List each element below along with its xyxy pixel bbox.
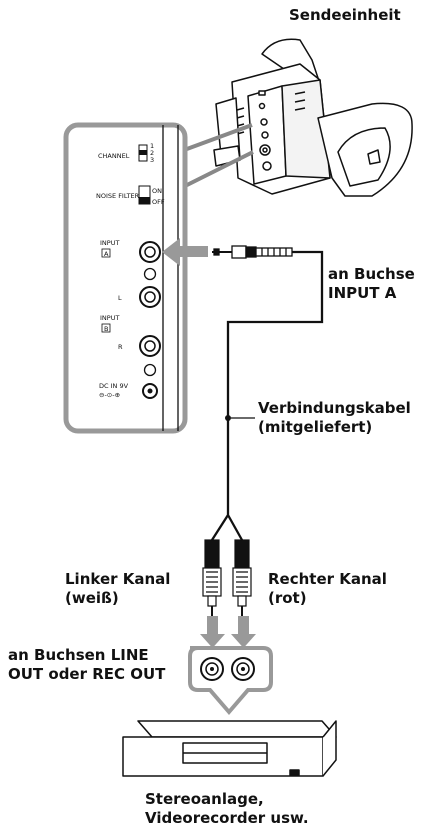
stereo-device-illustration [122,720,337,777]
input-a-title: INPUT [100,239,119,247]
transmitter-illustration [213,38,413,197]
rca-plug-right [232,539,252,616]
left-channel-label-line1: Linker Kanal [65,570,171,588]
connection-cable [211,250,324,541]
cable-label: Verbindungskabel (mitgeliefert) [258,399,411,437]
input-a-label-line1: an Buchse [328,265,415,283]
channel-2-label: 2 [150,149,154,157]
left-channel-label-line2: (weiß) [65,589,119,607]
right-channel-label-line2: (rot) [268,589,307,607]
input-b-title: INPUT [100,314,119,322]
source-device-label-line1: Stereoanlage, [145,790,264,808]
line-out-label-line2: OUT oder REC OUT [8,665,166,683]
line-out-arrows [200,616,256,648]
line-out-jacks [188,646,273,716]
cable-label-line1: Verbindungskabel [258,399,411,417]
channel-3-label: 3 [150,156,154,164]
source-device-label: Stereoanlage, Videorecorder usw. [145,790,309,828]
on-label: ON [152,187,162,195]
input-b-letter: B [104,325,108,333]
l-label: L [118,294,122,302]
right-channel-label: Rechter Kanal (rot) [268,570,387,608]
source-device-label-line2: Videorecorder usw. [145,809,309,827]
mini-plug [212,245,293,259]
left-channel-label: Linker Kanal (weiß) [65,570,170,608]
input-a-label-line2: INPUT A [328,284,397,302]
off-label: OFF [152,198,165,206]
line-out-label-line1: an Buchsen LINE [8,646,149,664]
input-a-letter: A [104,250,109,258]
noise-filter-label: NOISE FILTER [96,192,140,200]
panel-enlargement: CHANNEL 1 2 3 NOISE FILTER ON OFF INPUT … [63,122,188,434]
r-label: R [118,343,123,351]
line-out-label: an Buchsen LINE OUT oder REC OUT [8,646,165,684]
input-a-label: an Buchse INPUT A [328,265,415,303]
channel-label: CHANNEL [98,152,130,160]
right-channel-label-line1: Rechter Kanal [268,570,387,588]
cable-label-line2: (mitgeliefert) [258,418,373,436]
channel-1-label: 1 [150,142,154,150]
dc-in-label: DC IN 9V [99,382,129,390]
cable-callout-dot [225,415,231,421]
dc-polarity-icon: ⊖-⊙-⊕ [99,391,120,399]
transmitter-label: Sendeeinheit [289,6,401,24]
rca-plug-left [202,539,222,616]
input-a-arrow [162,238,208,266]
